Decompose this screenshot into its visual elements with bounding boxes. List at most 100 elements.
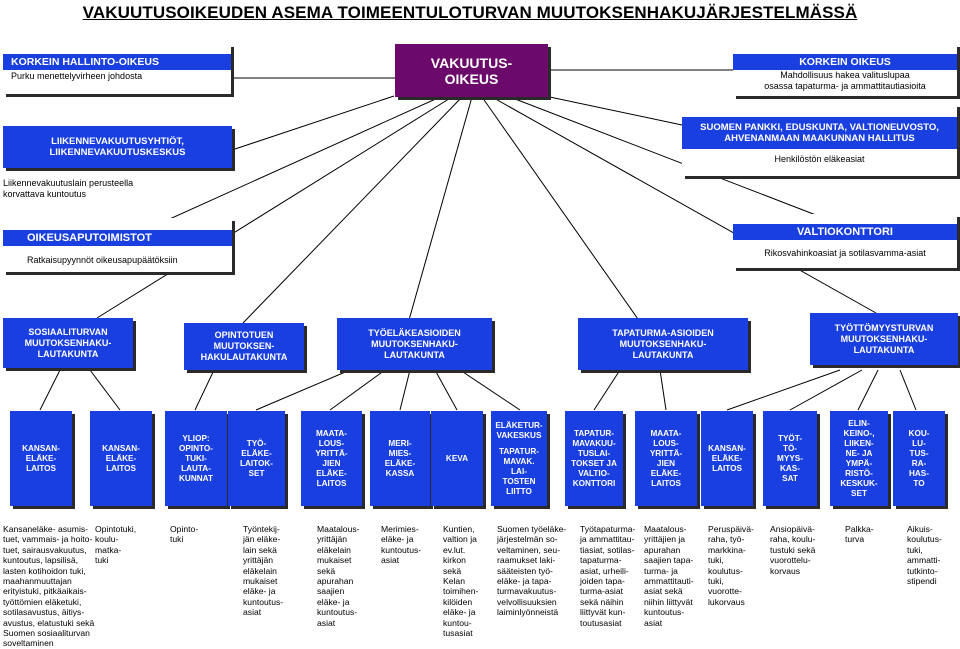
institution-line: TOKSET JA [571, 458, 617, 468]
institution-line: JIEN [322, 458, 341, 468]
pankki-box: SUOMEN PANKKI, EDUSKUNTA, VALTIONEUVOSTO… [682, 104, 957, 176]
connector-b5-i11 [726, 369, 841, 411]
institution-line: KESKUK- [840, 478, 878, 488]
institution-line: TAPATUR- [573, 428, 614, 438]
institution-line: TOSTEN [502, 476, 536, 486]
oikeusapu-title: OIKEUSAPUTOIMISTOT [3, 230, 232, 246]
page-title: VAKUUTUSOIKEUDEN ASEMA TOIMEENTULOTURVAN… [82, 3, 858, 22]
connector-b5-i14 [899, 369, 917, 411]
institution-line: TO [913, 478, 925, 488]
note-2: Opintotuki, koulu- matka- tuki [95, 524, 137, 566]
institution-line: JIEN [656, 458, 676, 468]
institution-line: KONTTORI [572, 478, 616, 488]
note-11: Peruspäivä- raha, työ- markkina- tuki, k… [708, 524, 754, 607]
board-line: TYÖTTÖMYYSTURVAN [834, 322, 934, 333]
vakuutusoikeus-box: VAKUUTUS- OIKEUS [395, 44, 548, 97]
note-14: Aikuis- koulutus- tuki, ammatti- tutkint… [907, 524, 942, 587]
institution-line: ELÄKE- [316, 468, 347, 478]
institution-line: OPINTO- [179, 443, 213, 453]
pankki-line2: AHVENANMAAN MAAKUNNAN HALLITUS [724, 133, 915, 144]
institution-line: TYÖT- [777, 433, 803, 443]
note-12: Ansiopäivä- raha, koulu- tustuki sekä vu… [770, 524, 816, 576]
board-line: MUUTOKSEN- [213, 341, 275, 351]
note-8: Suomen työeläke- järjestelmän so- veltam… [497, 524, 567, 618]
connector-vo-board5 [491, 96, 877, 314]
institution-line: MAATA- [315, 428, 348, 438]
connector-b1-i1 [39, 369, 61, 411]
institution-line: LAI- [511, 466, 527, 476]
institution-line: KOU- [908, 428, 930, 438]
connector-vo-board2 [242, 96, 463, 324]
connector-b3-i7 [434, 369, 458, 411]
vo-line1: VAKUUTUS- [430, 54, 513, 71]
note-4: Työntekij- jän eläke- lain sekä yrittäjä… [243, 524, 284, 618]
institution-line: LIIKEN- [844, 438, 874, 448]
institution-box-4: TYÖ-ELÄKE-LAITOK-SET [228, 411, 285, 506]
valtiokonttori-box: VALTIOKONTTORI Rikosvahinkoasiat ja soti… [733, 214, 957, 268]
board-line: MUUTOKSENHAKU- [619, 338, 707, 349]
institution-line: ELÄKE- [650, 468, 682, 478]
institution-line: TUS- [909, 448, 929, 458]
institution-box-14: KOU-LU-TUS-RA-HAS-TO [893, 411, 945, 506]
ko-sub1: Mahdollisuus hakea valituslupaa [780, 70, 910, 80]
oikeusapu-sub: Ratkaisupyynnöt oikeusapupäätöksiin [27, 255, 178, 265]
board-line: OPINTOTUEN [214, 330, 274, 340]
institution-line: LAITOS [712, 463, 742, 473]
connector-vo-pankki [544, 95, 683, 126]
liikenne-line2: LIIKENNEVAKUUTUSKESKUS [49, 147, 186, 158]
institution-line: SAT [782, 473, 798, 483]
connector-b4-i9 [593, 369, 621, 411]
institution-line: TUSLAI- [577, 448, 611, 458]
institution-box-7: KEVA [431, 411, 483, 506]
institution-line: HAS- [908, 468, 929, 478]
note-5: Maatalous- yrittäjän eläkelain mukaiset … [317, 524, 360, 628]
institution-line: LOUS- [318, 438, 345, 448]
connector-vo-valtiokonttori [509, 96, 835, 223]
institution-line: LAITOS [106, 463, 136, 473]
pankki-sub: Henkilöstön eläkeasiat [774, 154, 865, 164]
institution-line: LAITOK- [239, 458, 274, 468]
institution-line: LAITOS [26, 463, 56, 473]
oikeusapu-box: OIKEUSAPUTOIMISTOT Ratkaisupyynnöt oikeu… [3, 218, 232, 272]
connector-vo-board1 [96, 96, 453, 319]
institution-line: TYÖ- [246, 438, 267, 448]
board-line: MUUTOKSENHAKU- [371, 338, 458, 349]
institution-line: KEVA [445, 453, 469, 463]
institution-line: RA- [911, 458, 927, 468]
connector-b3-i5 [329, 369, 386, 411]
institution-line: NE- JA [845, 448, 873, 458]
note-9: Työtapaturma- ja ammattitau- tiasiat, so… [580, 524, 636, 628]
connector-b3-i6 [399, 369, 411, 411]
institution-line: KASSA [385, 468, 415, 478]
ko-box: KORKEIN OIKEUS Mahdollisuus hakea valitu… [733, 44, 957, 96]
institution-box-2: KANSAN-ELÄKE-LAITOS [90, 411, 152, 506]
note-7: Kuntien, valtion ja ev.lut. kirkon sekä … [443, 524, 479, 639]
institution-line: MAVAK. [503, 456, 535, 466]
board-line: HAKULAUTAKUNTA [200, 352, 288, 362]
institution-box-3: YLIOP:OPINTO-TUKI-LAUTA-KUNNAT [165, 411, 227, 506]
liikenne-note1: Liikennevakuutuslain perusteella [3, 178, 134, 188]
institution-line: KUNNAT [179, 473, 213, 483]
institution-line: RISTÖ- [845, 468, 873, 478]
board-line: LAUTAKUNTA [37, 348, 99, 359]
board-line: LAUTAKUNTA [632, 349, 694, 360]
vo-line2: OIKEUS [444, 70, 499, 87]
board-line: TAPATURMA-ASIOIDEN [612, 327, 714, 338]
connector-b5-i13 [857, 369, 879, 411]
institution-line: ELÄKE- [241, 448, 272, 458]
institution-box-12: TYÖT-TÖ-MYYS-KAS-SAT [763, 411, 817, 506]
note-13: Palkka- turva [845, 524, 874, 545]
institution-line: LAITOS [651, 478, 681, 488]
connector-b1-i2 [89, 369, 121, 411]
ko-title: KORKEIN OIKEUS [733, 54, 957, 70]
valtiokonttori-title: VALTIOKONTTORI [733, 224, 957, 240]
valtiokonttori-sub: Rikosvahinkoasiat ja sotilasvamma-asiat [764, 248, 926, 258]
institution-line: LOUS- [653, 438, 679, 448]
